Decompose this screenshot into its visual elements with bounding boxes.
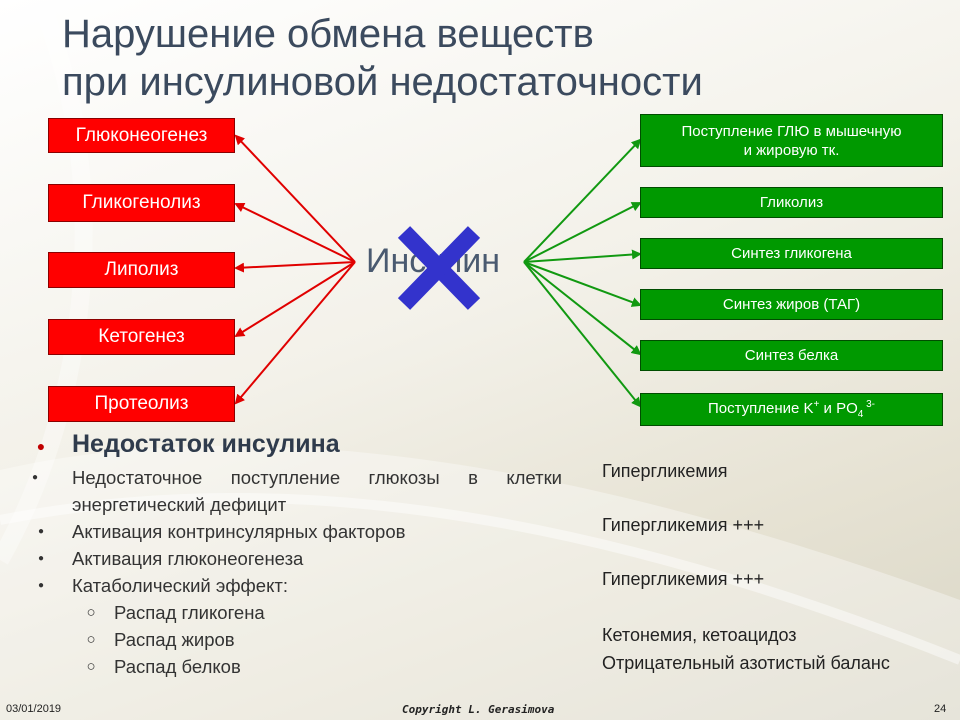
footer-copyright: Copyright L. Gerasimova — [402, 703, 555, 716]
box-glycolysis: Гликолиз — [640, 187, 943, 218]
box-glycogen-synthesis: Синтез гликогена — [640, 238, 943, 269]
slide-title-line-2: при инсулиновой недостаточности — [62, 60, 703, 104]
k-po4-text: Поступление K+ и PO4 3- — [707, 399, 876, 420]
list-item: ●Катаболический эффект: — [37, 575, 288, 596]
list-subitem: ○Распад гликогена — [86, 602, 265, 623]
box-glucose-uptake-line-1: Поступление ГЛЮ в мышечную — [681, 122, 902, 140]
result-hyperglycemia: Гипергликемия — [602, 461, 728, 481]
slide-title: Нарушение обмена веществ при инсулиновой… — [62, 10, 703, 106]
list-heading: ●Недостаток инсулина — [36, 430, 340, 458]
box-proteolysis: Протеолиз — [48, 386, 235, 422]
box-ketogenesis: Кетогенез — [48, 319, 235, 355]
result-nitrogen-balance: Отрицательный азотистый баланс — [602, 653, 890, 673]
box-protein-synthesis: Синтез белка — [640, 340, 943, 371]
box-fat-synthesis: Синтез жиров (ТАГ) — [640, 289, 943, 320]
list-subitem: ○Распад белков — [86, 656, 241, 677]
box-glucose-uptake: Поступление ГЛЮ в мышечную и жировую тк. — [640, 114, 943, 167]
slide-title-line-1: Нарушение обмена веществ — [62, 12, 594, 56]
box-k-po4-uptake: Поступление K+ и PO4 3- — [640, 393, 943, 426]
insulin-deficiency-list: ●Недостаток инсулина ●Недостаточное пост… — [32, 428, 562, 680]
box-glycogenolysis: Гликогенолиз — [48, 184, 235, 222]
list-subitem: ○Распад жиров — [86, 629, 235, 650]
result-hyperglycemia-plus-2: Гипергликемия +++ — [602, 569, 765, 589]
box-lipolysis: Липолиз — [48, 252, 235, 288]
footer-date: 03/01/2019 — [6, 703, 62, 715]
list-item: ●Недостаточное поступление глюкозы в кле… — [32, 467, 562, 515]
list-item: ●Активация глюконеогенеза — [37, 548, 304, 569]
footer-page-number: 24 — [934, 703, 947, 715]
box-gluconeogenesis: Глюконеогенез — [48, 118, 235, 153]
result-ketonemia: Кетонемия, кетоацидоз — [602, 625, 797, 645]
box-glucose-uptake-line-2: и жировую тк. — [743, 141, 840, 159]
x-mark-icon — [397, 226, 481, 310]
result-hyperglycemia-plus: Гипергликемия +++ — [602, 515, 765, 535]
list-item: ●Активация контринсулярных факторов — [37, 521, 406, 542]
